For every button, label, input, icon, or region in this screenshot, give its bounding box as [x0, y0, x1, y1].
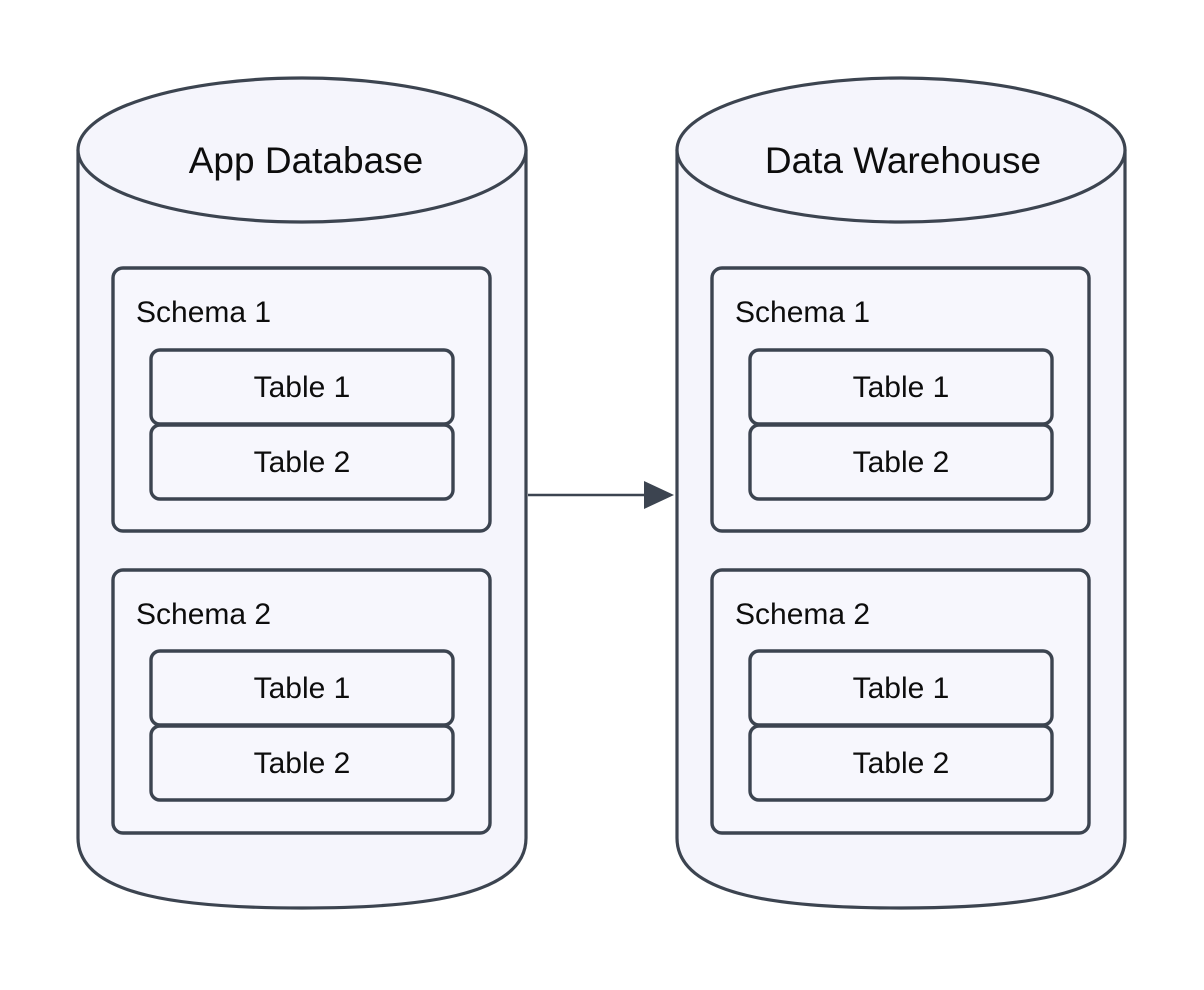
table-label: Table 1	[853, 672, 950, 705]
schema-label: Schema 1	[735, 296, 870, 329]
table-label: Table 1	[254, 371, 351, 404]
table-label: Table 2	[254, 446, 351, 479]
table-box	[748, 724, 1054, 802]
table-box	[149, 724, 455, 802]
table-label: Table 2	[853, 446, 950, 479]
node-data-warehouse[interactable]: Data Warehouse Schema 1 Table 1 Table 2 …	[675, 76, 1127, 910]
schema-group-app-database-schema-1[interactable]: Schema 1 Table 1 Table 2	[111, 266, 492, 533]
table-box	[748, 423, 1054, 501]
cylinder-top-app-database	[76, 76, 528, 224]
schema-label: Schema 1	[136, 296, 271, 329]
schema-group-app-database-schema-2[interactable]: Schema 2 Table 1 Table 2	[111, 568, 492, 835]
cylinder-title-app-database: App Database	[189, 140, 424, 181]
cylinder-title-data-warehouse: Data Warehouse	[765, 140, 1041, 181]
table-item-app-db-s1-t2[interactable]: Table 2	[149, 423, 455, 501]
table-item-app-db-s2-t1[interactable]: Table 1	[149, 649, 455, 727]
table-item-dwh-s1-t1[interactable]: Table 1	[748, 348, 1054, 426]
table-label: Table 1	[254, 672, 351, 705]
table-item-dwh-s1-t2[interactable]: Table 2	[748, 423, 1054, 501]
table-item-app-db-s1-t1[interactable]: Table 1	[149, 348, 455, 426]
schema-group-data-warehouse-schema-1[interactable]: Schema 1 Table 1 Table 2	[710, 266, 1091, 533]
schema-group-data-warehouse-schema-2[interactable]: Schema 2 Table 1 Table 2	[710, 568, 1091, 835]
table-label: Table 1	[853, 371, 950, 404]
arrow-head-icon	[644, 481, 674, 509]
table-item-app-db-s2-t2[interactable]: Table 2	[149, 724, 455, 802]
table-box	[149, 423, 455, 501]
cylinder-top-data-warehouse	[675, 76, 1127, 224]
schema-label: Schema 2	[136, 598, 271, 631]
node-app-database[interactable]: App Database Schema 1 Table 1 Table 2 Sc…	[76, 76, 528, 910]
schema-label: Schema 2	[735, 598, 870, 631]
table-item-dwh-s2-t2[interactable]: Table 2	[748, 724, 1054, 802]
edge-app-database-to-data-warehouse[interactable]	[528, 481, 674, 509]
table-item-dwh-s2-t1[interactable]: Table 1	[748, 649, 1054, 727]
table-label: Table 2	[254, 747, 351, 780]
table-label: Table 2	[853, 747, 950, 780]
